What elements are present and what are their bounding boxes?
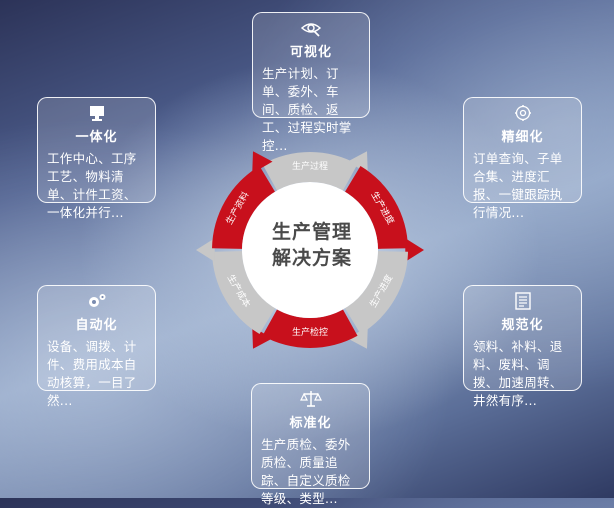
card-title: 精细化 <box>501 130 544 145</box>
segment-progress-2 <box>345 251 408 335</box>
card-refinement: 精细化 订单查询、子单合集、进度汇报、一键跟踪执行情况... <box>463 97 582 220</box>
card-title: 一体化 <box>75 130 118 145</box>
card-description: 生产质检、委外质检、质量追踪、自定义质检等级、类型... <box>261 437 351 506</box>
card-standardization: 标准化 生产质检、委外质检、质量追踪、自定义质检等级、类型... <box>251 383 370 506</box>
segment-arrow <box>405 238 424 262</box>
segment-materials <box>212 165 275 249</box>
card-title: 标准化 <box>289 416 332 431</box>
center-circle <box>242 182 378 318</box>
card-automation: 自动化 设备、调拨、计件、费用成本自动核算，一目了然... <box>37 285 156 408</box>
segment-progress-1 <box>345 165 408 249</box>
segment-label: 生产检控 <box>292 326 328 338</box>
card-title: 自动化 <box>75 318 118 333</box>
segment-label: 生产过程 <box>292 160 328 172</box>
card-title: 可视化 <box>289 45 332 60</box>
card-visualization: 可视化 生产计划、订单、委外、车间、质检、返工、过程实时掌控... <box>252 12 370 153</box>
monitor-icon <box>89 106 104 121</box>
wheel-segments <box>196 151 424 349</box>
segment-arrow <box>252 151 273 174</box>
card-title: 规范化 <box>501 318 544 333</box>
gears-icon <box>88 294 105 307</box>
center-title-line1: 生产管理 <box>271 221 352 243</box>
card-description: 工作中心、工序工艺、物料清单、计件工资、一体化并行... <box>47 151 137 220</box>
card-description: 订单查询、子单合集、进度汇报、一键跟踪执行情况... <box>473 151 563 220</box>
card-integration: 一体化 工作中心、工序工艺、物料清单、计件工资、一体化并行... <box>37 97 156 220</box>
gear-icon <box>514 105 531 121</box>
eye-icon <box>300 23 322 37</box>
center-title: 生产管理 解决方案 <box>247 219 377 271</box>
segment-arrow <box>196 238 215 262</box>
segment-process <box>262 151 358 191</box>
segment-arrow <box>347 326 368 349</box>
segment-cost <box>212 251 275 335</box>
scale-icon <box>299 391 322 407</box>
card-description: 设备、调拨、计件、费用成本自动核算，一目了然... <box>47 339 137 408</box>
card-description: 生产计划、订单、委外、车间、质检、返工、过程实时掌控... <box>262 66 352 153</box>
document-icon <box>514 292 531 310</box>
card-standardization-rules: 规范化 领料、补料、退料、废料、调拨、加速周转、井然有序... <box>463 285 582 408</box>
center-title-line2: 解决方案 <box>271 247 352 269</box>
segment-inspection <box>262 309 358 348</box>
card-description: 领料、补料、退料、废料、调拨、加速周转、井然有序... <box>473 339 563 408</box>
